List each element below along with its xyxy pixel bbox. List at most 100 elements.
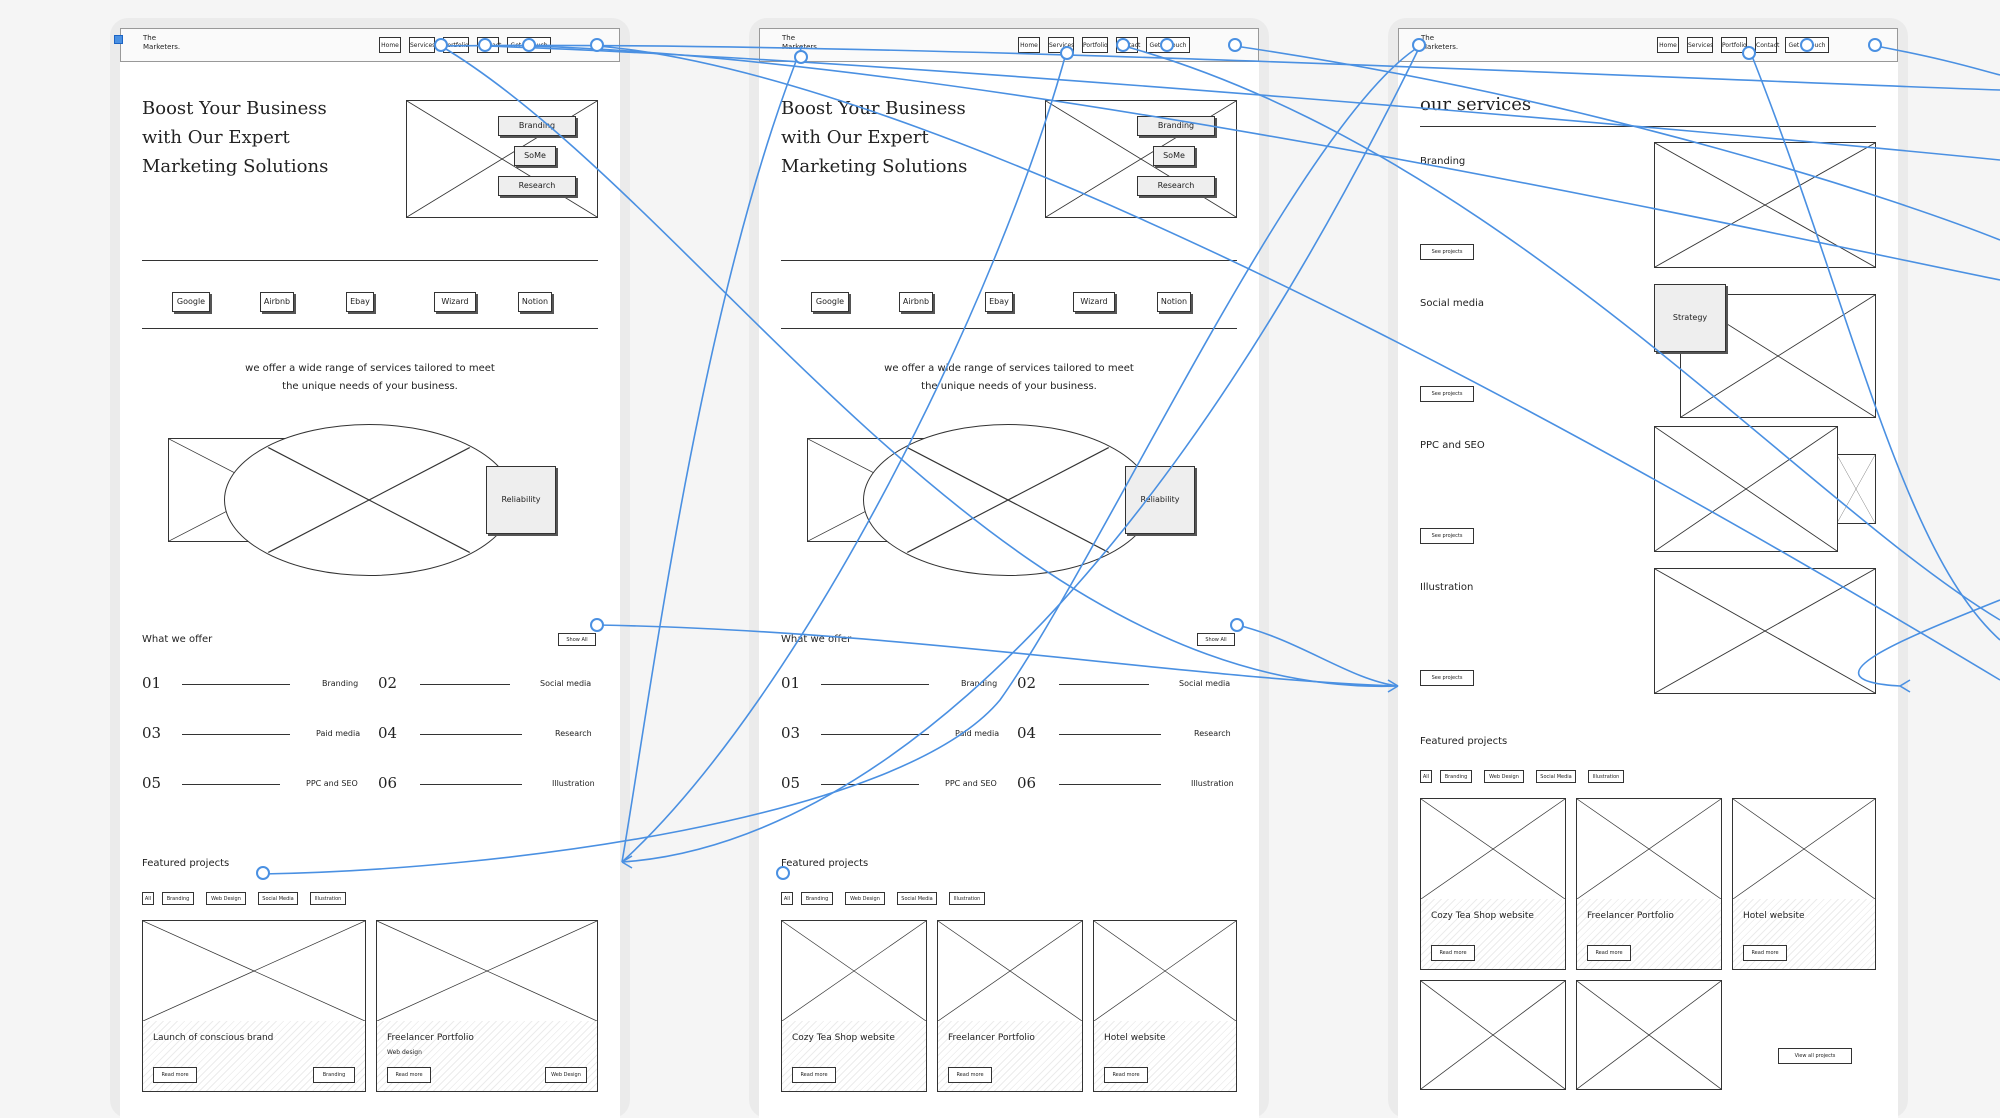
- filter-all[interactable]: All: [1420, 770, 1432, 783]
- client-logo: Ebay: [346, 292, 374, 312]
- project-card[interactable]: Cozy Tea Shop website Read more: [781, 920, 927, 1092]
- filter-web-design[interactable]: Web Design: [206, 892, 246, 905]
- card-title: Hotel website: [1104, 1033, 1166, 1043]
- read-more-button[interactable]: Read more: [792, 1067, 836, 1083]
- selection-handle[interactable]: [114, 35, 123, 44]
- view-all-projects-button[interactable]: View all projects: [1778, 1048, 1852, 1064]
- link-anchor[interactable]: [478, 38, 492, 52]
- nav-services[interactable]: Services: [1687, 37, 1713, 53]
- link-anchor[interactable]: [1412, 38, 1426, 52]
- filter-branding[interactable]: Branding: [1440, 770, 1472, 783]
- filter-social-media[interactable]: Social Media: [1536, 770, 1576, 783]
- read-more-button[interactable]: Read more: [1587, 945, 1631, 961]
- card-tag: Web Design: [545, 1067, 587, 1083]
- link-anchor[interactable]: [1060, 46, 1074, 60]
- offer-number: 05: [781, 774, 801, 792]
- nav-home[interactable]: Home: [1657, 37, 1679, 53]
- link-anchor[interactable]: [434, 38, 448, 52]
- nav-home[interactable]: Home: [1018, 37, 1040, 53]
- show-all-button[interactable]: Show All: [1197, 633, 1235, 646]
- offer-name[interactable]: Branding: [322, 679, 359, 688]
- project-card-placeholder: [1420, 980, 1566, 1090]
- filter-web-design[interactable]: Web Design: [1484, 770, 1524, 783]
- placeholder-image-icon: [1655, 569, 1875, 693]
- nav-portfolio[interactable]: Portfolio: [1082, 37, 1108, 53]
- link-anchor[interactable]: [1868, 38, 1882, 52]
- nav-services[interactable]: Services: [409, 37, 435, 53]
- offer-number: 02: [1017, 674, 1037, 692]
- show-all-button[interactable]: Show All: [558, 633, 596, 646]
- offer-number: 03: [781, 724, 801, 742]
- link-anchor[interactable]: [1160, 38, 1174, 52]
- read-more-button[interactable]: Read more: [387, 1067, 431, 1083]
- link-anchor[interactable]: [256, 866, 270, 880]
- filter-web-design[interactable]: Web Design: [845, 892, 885, 905]
- offer-name[interactable]: PPC and SEO: [306, 779, 358, 788]
- project-card[interactable]: Freelancer Portfolio Read more: [1576, 798, 1722, 970]
- link-anchor[interactable]: [1800, 38, 1814, 52]
- offer-number: 06: [378, 774, 398, 792]
- link-anchor[interactable]: [522, 38, 536, 52]
- offer-name[interactable]: Branding: [961, 679, 998, 688]
- offer-name[interactable]: Illustration: [552, 779, 595, 788]
- offer-name[interactable]: Research: [555, 729, 592, 738]
- offer-name[interactable]: PPC and SEO: [945, 779, 997, 788]
- offer-name[interactable]: Paid media: [955, 729, 1000, 738]
- link-anchor[interactable]: [1116, 38, 1130, 52]
- project-card[interactable]: Launch of conscious brand Read more Bran…: [142, 920, 366, 1092]
- logo-line1: The: [782, 34, 796, 42]
- link-anchor[interactable]: [1742, 46, 1756, 60]
- offer-name[interactable]: Paid media: [316, 729, 361, 738]
- filter-branding[interactable]: Branding: [162, 892, 194, 905]
- link-anchor[interactable]: [776, 866, 790, 880]
- read-more-button[interactable]: Read more: [1104, 1067, 1148, 1083]
- service-name: PPC and SEO: [1420, 440, 1485, 451]
- filter-all[interactable]: All: [781, 892, 793, 905]
- project-card[interactable]: Cozy Tea Shop website Read more: [1420, 798, 1566, 970]
- offer-name[interactable]: Illustration: [1191, 779, 1234, 788]
- link-anchor[interactable]: [590, 38, 604, 52]
- see-projects-button[interactable]: See projects: [1420, 528, 1474, 544]
- card-title: Cozy Tea Shop website: [1431, 911, 1534, 921]
- filter-illustration[interactable]: Illustration: [949, 892, 985, 905]
- nav-home[interactable]: Home: [379, 37, 401, 53]
- see-projects-button[interactable]: See projects: [1420, 386, 1474, 402]
- filter-illustration[interactable]: Illustration: [310, 892, 346, 905]
- link-anchor[interactable]: [590, 618, 604, 632]
- filter-social-media[interactable]: Social Media: [258, 892, 298, 905]
- divider: [142, 260, 598, 261]
- offer-name[interactable]: Research: [1194, 729, 1231, 738]
- see-projects-button[interactable]: See projects: [1420, 670, 1474, 686]
- read-more-button[interactable]: Read more: [1743, 945, 1787, 961]
- filter-illustration[interactable]: Illustration: [1588, 770, 1624, 783]
- project-card[interactable]: Freelancer Portfolio Web design Read mor…: [376, 920, 598, 1092]
- hero-tag-research: Research: [498, 176, 576, 196]
- project-card[interactable]: Hotel website Read more: [1093, 920, 1237, 1092]
- card-image: [142, 920, 366, 1022]
- read-more-button[interactable]: Read more: [1431, 945, 1475, 961]
- hero-tag-branding: Branding: [1137, 116, 1215, 136]
- read-more-button[interactable]: Read more: [948, 1067, 992, 1083]
- filter-social-media[interactable]: Social Media: [897, 892, 937, 905]
- offer-line: [821, 734, 929, 735]
- link-anchor[interactable]: [794, 50, 808, 64]
- hero-tag-research: Research: [1137, 176, 1215, 196]
- see-projects-button[interactable]: See projects: [1420, 244, 1474, 260]
- filter-branding[interactable]: Branding: [801, 892, 833, 905]
- offer-number: 05: [142, 774, 162, 792]
- link-anchor[interactable]: [1228, 38, 1242, 52]
- offer-line: [1059, 684, 1149, 685]
- offer-name[interactable]: Social media: [1179, 679, 1231, 688]
- link-anchor[interactable]: [1230, 618, 1244, 632]
- nav-contact[interactable]: Contact: [1755, 37, 1779, 53]
- project-card[interactable]: Freelancer Portfolio Read more: [937, 920, 1083, 1092]
- service-image-placeholder-small: [1836, 454, 1876, 524]
- filter-all[interactable]: All: [142, 892, 154, 905]
- read-more-button[interactable]: Read more: [153, 1067, 197, 1083]
- project-card[interactable]: Hotel website Read more: [1732, 798, 1876, 970]
- offer-name[interactable]: Social media: [540, 679, 592, 688]
- hero-tag-branding: Branding: [498, 116, 576, 136]
